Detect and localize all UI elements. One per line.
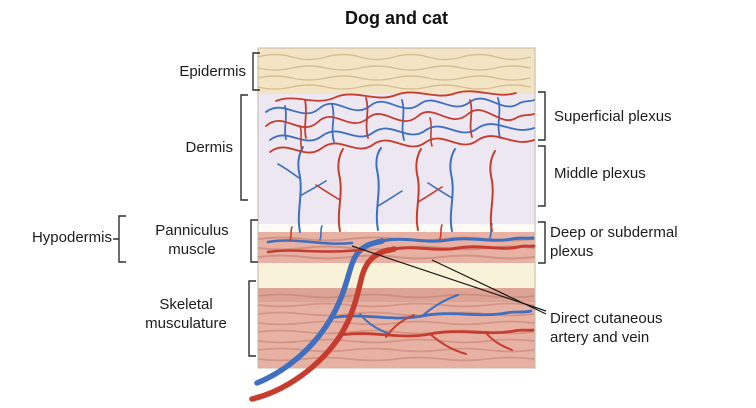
bracket-middle-plexus <box>538 145 546 207</box>
label-superficial-plexus: Superficial plexus <box>554 108 672 125</box>
bracket-hypodermis <box>113 215 126 263</box>
label-deep-subdermal-plexus: Deep or subdermal plexus <box>550 224 678 260</box>
figure-title: Dog and cat <box>344 8 448 28</box>
label-dermis: Dermis <box>185 139 234 156</box>
bracket-panniculus <box>250 219 258 263</box>
epidermis-strata-lines <box>257 53 531 90</box>
label-middle-plexus: Middle plexus <box>554 165 646 182</box>
fat-layer <box>258 263 535 288</box>
bracket-epidermis <box>252 52 260 91</box>
bracket-superficial-plexus <box>538 91 546 141</box>
label-hypodermis: Hypodermis <box>31 229 112 246</box>
skeletal-muscle-dark-band <box>258 288 535 302</box>
dermis-gap-band <box>258 224 535 232</box>
label-brackets <box>113 52 546 357</box>
label-panniculus-muscle: Panniculus muscle <box>155 222 229 258</box>
tissue-block-outline <box>257 47 536 369</box>
bracket-dermis <box>240 94 248 201</box>
artery-network <box>249 90 536 402</box>
bracket-deep-plexus <box>538 221 546 264</box>
label-direct-cutaneous-artery-vein: Direct cutaneous artery and vein <box>550 310 663 346</box>
label-epidermis: Epidermis <box>179 63 246 80</box>
label-skeletal-musculature: Skeletal musculature <box>145 296 227 332</box>
dermis-layer <box>258 94 535 224</box>
bracket-skeletal <box>248 280 256 357</box>
direct-cutaneous-pointer-lines <box>351 245 547 315</box>
